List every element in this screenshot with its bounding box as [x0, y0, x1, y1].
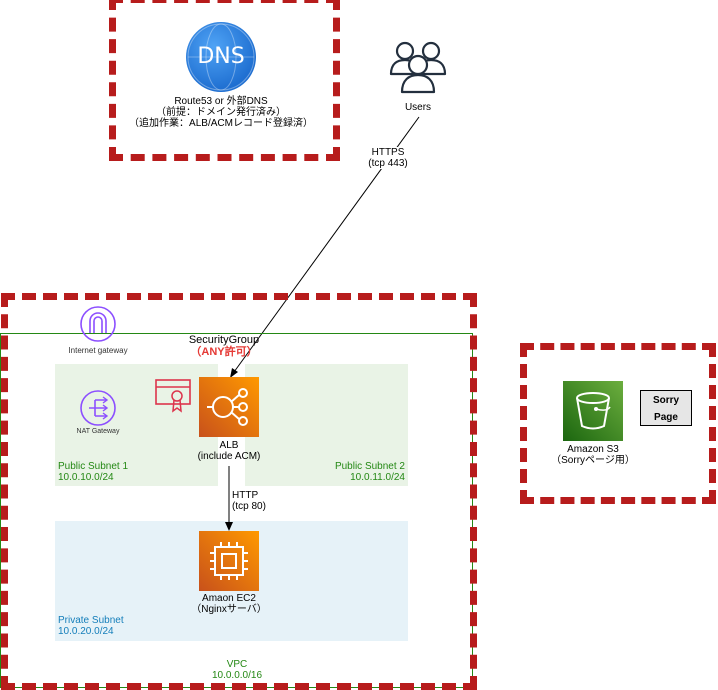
s3-label-line1: Amazon S3 — [567, 444, 619, 455]
users-label: Users — [404, 102, 432, 113]
dns-icon: DNS — [186, 22, 256, 92]
internet-gateway-label: Internet gateway — [68, 346, 128, 355]
http-label-line2: (tcp 80) — [232, 501, 282, 512]
internet-gateway-icon — [80, 306, 116, 342]
security-group-label-line2: （ANY許可） — [190, 346, 258, 358]
public-subnet-2-name: Public Subnet 2 — [334, 461, 405, 472]
private-subnet-name: Private Subnet — [58, 615, 124, 626]
dns-label-line1: Route53 or 外部DNS — [174, 96, 268, 107]
public-subnet-1-cidr: 10.0.10.0/24 — [58, 472, 114, 483]
ec2-icon — [199, 531, 259, 591]
dns-label-line2: （前提：ドメイン発行済み） — [156, 107, 286, 118]
alb-icon — [199, 377, 259, 437]
ec2-label-line1: Amaon EC2 — [202, 593, 256, 604]
dns-icon-text: DNS — [197, 44, 245, 69]
https-label-line2: (tcp 443) — [350, 158, 426, 169]
s3-icon — [563, 381, 623, 441]
dns-group-border — [109, 0, 340, 161]
dns-label-line3: （追加作業：ALB/ACMレコード登録済） — [129, 118, 313, 129]
alb-label-line2: (include ACM) — [197, 451, 261, 462]
private-subnet-cidr: 10.0.20.0/24 — [58, 626, 114, 637]
ec2-label-line2: （Nginxサーバ） — [191, 604, 267, 615]
http-label-line1: HTTP — [232, 490, 282, 501]
vpc-cidr: 10.0.0.0/16 — [211, 670, 263, 681]
https-label-line1: HTTPS — [350, 147, 426, 158]
s3-group-border — [520, 343, 716, 504]
nat-gateway-label: NAT Gateway — [76, 428, 120, 435]
security-group-label-line1: SecurityGroup — [188, 334, 260, 346]
sorry-page-line2: Page — [654, 412, 678, 423]
s3-label-line2: （Sorryページ用） — [551, 455, 635, 466]
sorry-page-box: Sorry Page — [640, 390, 692, 426]
nat-gateway-icon — [80, 390, 116, 426]
public-subnet-1-name: Public Subnet 1 — [58, 461, 129, 472]
security-group-icon — [155, 379, 191, 413]
public-subnet-2-area — [245, 364, 408, 486]
users-icon — [389, 41, 447, 94]
vpc-name: VPC — [226, 659, 248, 670]
public-subnet-2-cidr: 10.0.11.0/24 — [350, 472, 405, 483]
alb-label-line1: ALB — [219, 440, 239, 451]
public-subnet-1-area — [55, 364, 218, 486]
sorry-page-line1: Sorry — [652, 395, 680, 406]
vpc-group-border — [1, 293, 477, 690]
